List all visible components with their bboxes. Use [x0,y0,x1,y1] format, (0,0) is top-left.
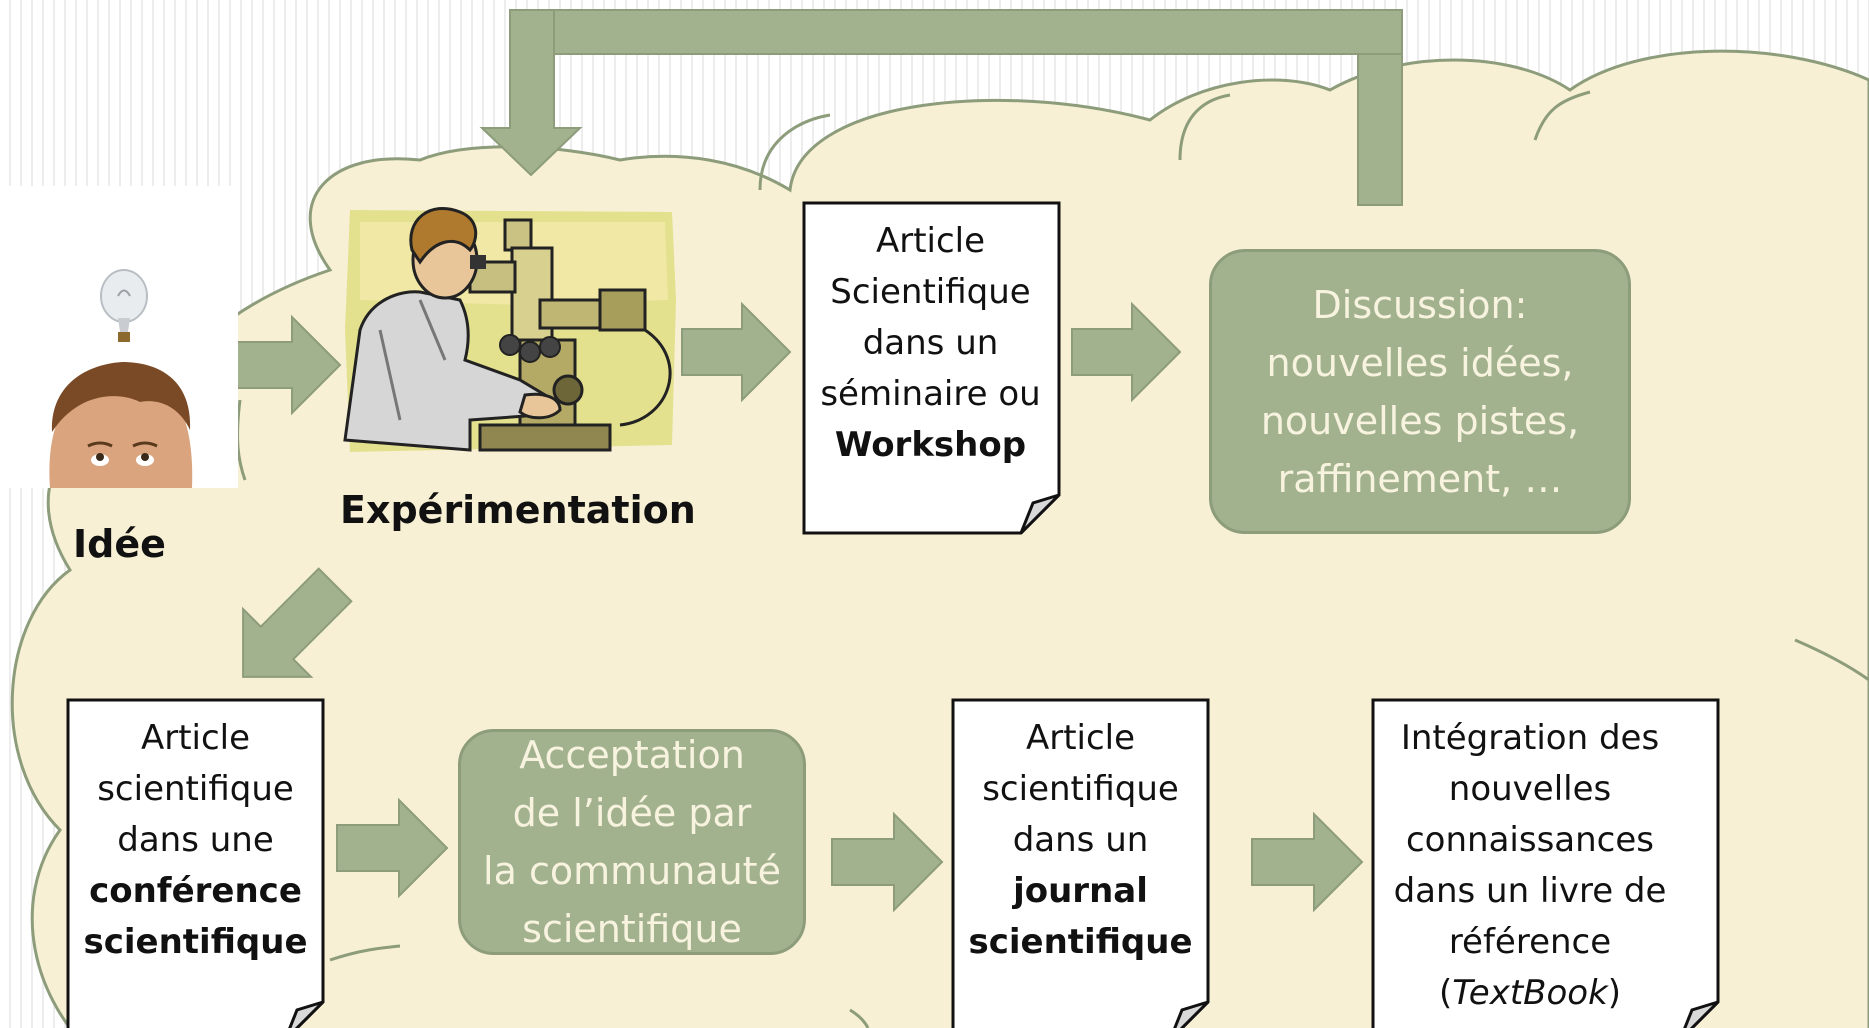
flow-arrow [681,301,792,403]
lightbulb-icon [100,269,148,342]
document-shapes [66,201,1720,1028]
scientist-figure-icon [343,206,562,452]
doc-line: Article [68,713,323,764]
box-line: Acceptation [519,733,745,777]
cloud-seam-arc [1178,93,1231,161]
flow-arrow [242,567,353,678]
person-head-icon [49,362,193,488]
doc-line: dans un [803,318,1058,369]
flow-arrow [1071,301,1182,403]
doc-line: conférence [68,866,323,917]
doc-line-text: Workshop [834,425,1027,465]
cloud-seam-arc [849,1008,870,1028]
flow-arrow [831,811,944,913]
cloud-seam-arc [758,113,831,191]
doc-line: Scientifique [803,267,1058,318]
doc-line-text: Scientifique [830,272,1031,312]
doc-line: référence [1372,917,1688,968]
cloud-seam-arc [1533,90,1591,141]
doc-line-text: scientifique [83,922,308,962]
doc-line: scientifique [68,764,323,815]
doc-textbook-integration: Intégration des nouvelles connaissances dan… [1372,713,1688,1019]
doc-line-text: ) [1607,973,1622,1013]
box-line: de l’idée par [512,791,752,835]
doc-line-text: dans un [862,323,999,363]
doc-line-text: dans une [117,820,274,860]
doc-journal-article: Article scientifique dans un journal scienti… [953,713,1208,968]
doc-line: (TextBook) [1372,968,1688,1019]
document-fold-corner [1019,493,1061,535]
box-line: raffinement, … [1277,456,1563,501]
box-discussion: Discussion: nouvelles idées, nouvelles pis… [1209,249,1631,534]
doc-line: scientifique [68,917,323,968]
box-line: nouvelles idées, [1266,340,1574,385]
label-experimentation: Expérimentation [340,488,696,532]
box-line: Discussion: [1312,282,1528,327]
cloud-seam-arc [1794,638,1869,682]
doc-line-text: scientifique [982,769,1179,809]
doc-line-text: TextBook [1452,973,1608,1013]
document-fold-corner [1683,1000,1720,1028]
flow-arrow [231,314,342,416]
doc-line: Workshop [803,420,1058,471]
document-fold-corner [1173,1000,1210,1028]
doc-line: dans un livre de [1372,866,1688,917]
doc-line: dans un [953,815,1208,866]
doc-line: journal [953,866,1208,917]
doc-line-text: nouvelles [1448,769,1612,809]
doc-line-text: référence [1448,922,1612,962]
loop-bar-top [509,9,1403,55]
box-line: scientifique [522,907,742,951]
person-with-lightbulb-icon [8,186,238,488]
doc-line: scientifique [953,764,1208,815]
flow-arrows [231,301,1364,913]
doc-line-text: Intégration des [1400,718,1660,758]
doc-conference-article: Article scientifique dans une conférence sci… [68,713,323,968]
doc-line-text: dans un livre de [1393,871,1667,911]
box-acceptation: Acceptation de l’idée par la communauté sci… [458,729,806,955]
doc-line-text: ( [1438,973,1453,1013]
doc-line-text: conférence [89,871,302,911]
doc-line: nouvelles [1372,764,1688,815]
doc-line: séminaire ou [803,369,1058,420]
doc-line-text: scientifique [968,922,1193,962]
doc-line: Article [803,216,1058,267]
doc-line-text: Article [1025,718,1136,758]
doc-line-text: journal [1013,871,1148,911]
doc-line-text: connaissances [1405,820,1654,860]
doc-line: Intégration des [1372,713,1688,764]
document-fold-corner [288,1000,325,1028]
doc-line: scientifique [953,917,1208,968]
scientist-microscope-icon [343,206,676,452]
doc-line-text: scientifique [97,769,294,809]
box-line: nouvelles pistes, [1260,398,1580,443]
doc-line-text: Article [140,718,251,758]
flow-arrow [336,797,449,899]
label-idee: Idée [73,522,166,566]
doc-line-text: dans un [1012,820,1149,860]
box-line: la communauté [483,849,781,893]
doc-line-text: Article [875,221,986,261]
doc-line-text: séminaire ou [820,374,1041,414]
doc-line: dans une [68,815,323,866]
doc-line: Article [953,713,1208,764]
loop-arrow-down [479,9,583,177]
flow-arrow [1251,811,1364,913]
cloud-seam-arc [329,944,401,962]
doc-line: connaissances [1372,815,1688,866]
feedback-loop [479,9,1403,206]
